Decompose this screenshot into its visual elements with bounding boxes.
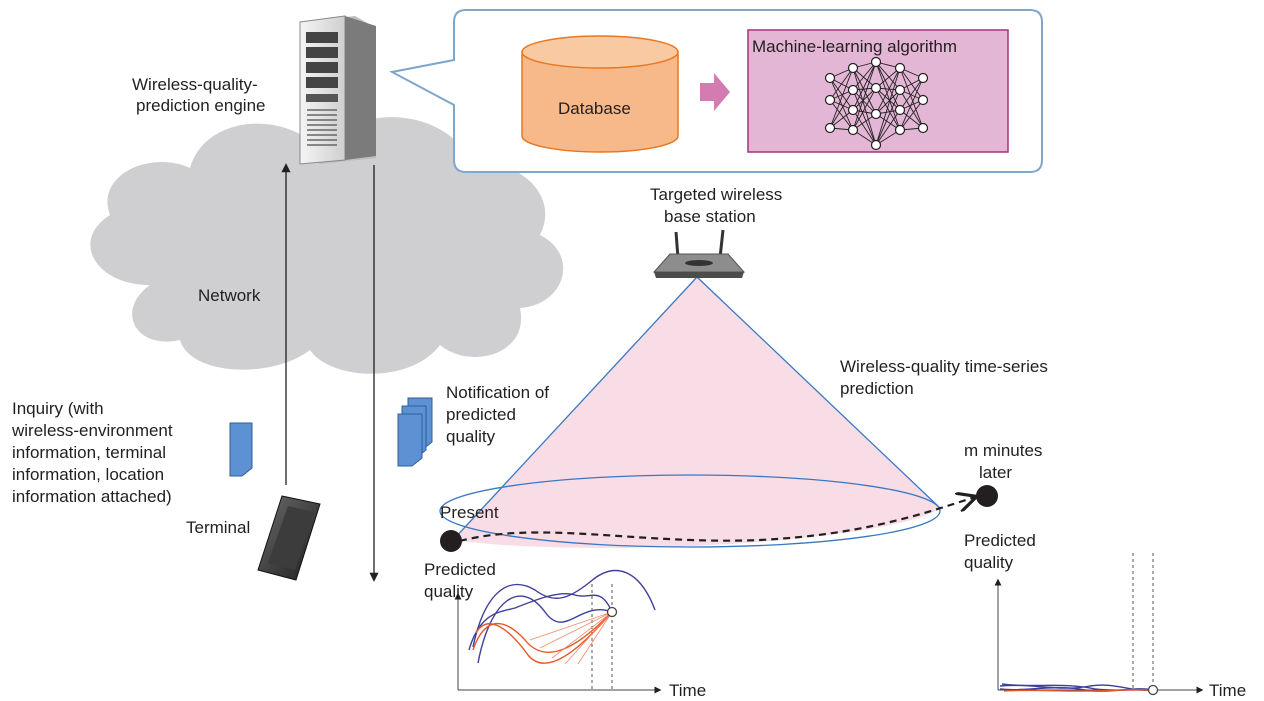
base-station-label-line1: Targeted wireless xyxy=(650,185,783,204)
present-point xyxy=(440,530,462,552)
inquiry-label-line4: information, location xyxy=(12,465,165,484)
prediction-label-line1: Wireless-quality time-series xyxy=(840,357,1048,376)
network-cloud xyxy=(90,117,564,374)
inquiry-label-line1: Inquiry (with xyxy=(12,399,104,418)
router-icon xyxy=(652,229,746,278)
server-icon xyxy=(299,15,376,165)
inquiry-label-line5: information attached) xyxy=(12,487,172,506)
trajectory-dashed-arrow xyxy=(459,497,975,543)
base-station-label-line2: base station xyxy=(664,207,756,226)
future-label-line2: later xyxy=(979,463,1013,482)
present-quality-label-line1: Predicted xyxy=(424,560,496,579)
database-cylinder xyxy=(521,35,679,153)
flow-arrow-icon xyxy=(700,73,730,111)
coverage-cone xyxy=(439,276,941,549)
neural-network-icon xyxy=(824,56,929,151)
future-quality-graph xyxy=(994,553,1204,696)
future-point xyxy=(976,485,998,507)
terminal-phone-icon xyxy=(257,495,321,581)
ml-algorithm-label: Machine-learning algorithm xyxy=(752,37,958,56)
engine-label-line1: Wireless-quality- xyxy=(132,75,258,94)
future-quality-label-line2: quality xyxy=(964,553,1014,572)
prediction-label-line2: prediction xyxy=(840,379,914,398)
notification-label-line3: quality xyxy=(446,427,496,446)
inquiry-label-line3: information, terminal xyxy=(12,443,167,462)
future-time-label: Time xyxy=(1209,681,1247,700)
notification-label-line1: Notification of xyxy=(446,383,549,402)
notification-label-line2: predicted xyxy=(446,405,516,424)
inquiry-document-icon xyxy=(229,422,253,477)
present-quality-label-line2: quality xyxy=(424,582,474,601)
inquiry-label-line2: wireless-environment xyxy=(12,421,173,440)
present-label: Present xyxy=(440,503,499,522)
future-label-line1: m minutes xyxy=(964,441,1043,460)
future-quality-label-line1: Predicted xyxy=(964,531,1036,550)
present-time-label: Time xyxy=(669,681,707,700)
present-quality-graph xyxy=(454,569,662,694)
database-label: Database xyxy=(558,99,631,118)
network-label: Network xyxy=(198,286,261,305)
notification-documents-icon xyxy=(397,397,433,467)
engine-label-line2: prediction engine xyxy=(136,96,266,115)
terminal-label: Terminal xyxy=(186,518,251,537)
